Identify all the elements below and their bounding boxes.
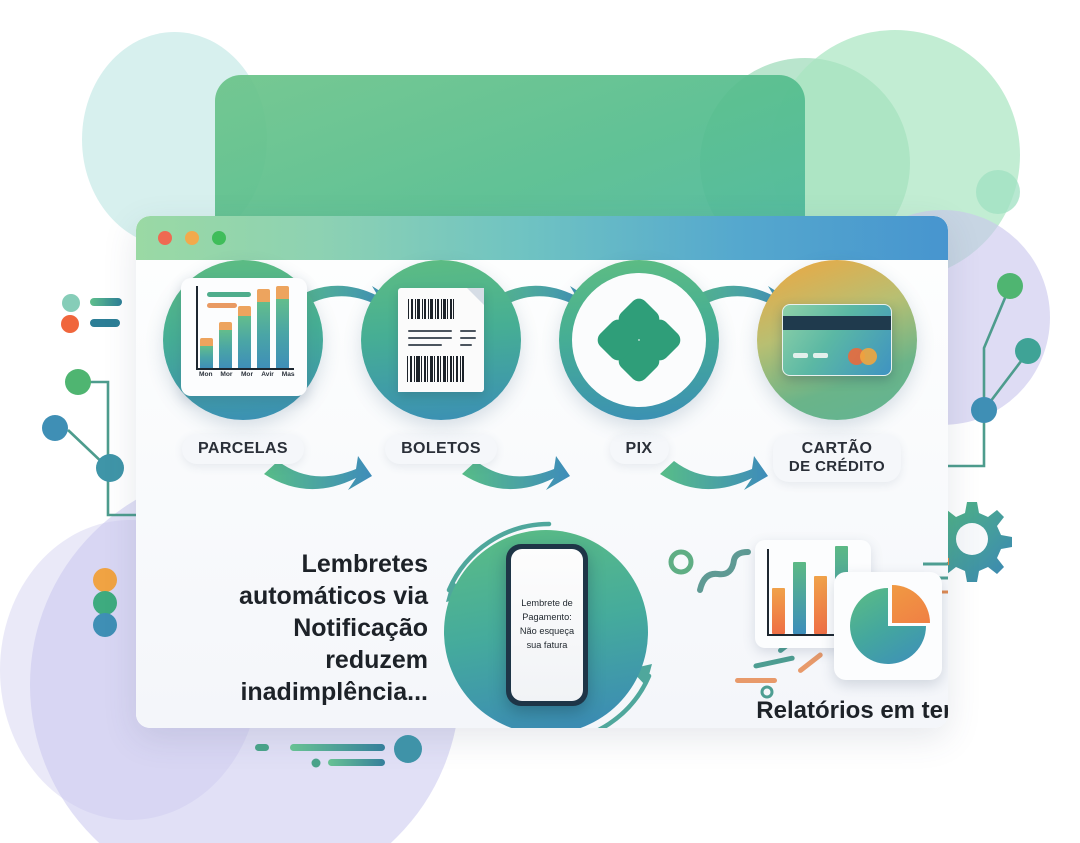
payment-methods-row: Mon Mor Mor Avir Mas PARCELAS bbox=[136, 260, 948, 530]
maximize-button-icon[interactable] bbox=[212, 231, 226, 245]
chart-x-tick: Mas bbox=[281, 371, 295, 378]
step-boletos[interactable]: BOLETOS bbox=[358, 260, 524, 465]
step-cartao-credito[interactable]: CARTÃO DE CRÉDITO bbox=[754, 260, 920, 482]
step-pix-circle bbox=[559, 260, 719, 420]
chart-legend-line-2 bbox=[207, 303, 237, 308]
pix-diamond-icon bbox=[593, 294, 685, 386]
step-parcelas-circle: Mon Mor Mor Avir Mas bbox=[163, 260, 323, 420]
step-pix-label: PIX bbox=[609, 434, 669, 465]
close-button-icon[interactable] bbox=[158, 231, 172, 245]
bar-chart-card-icon: Mon Mor Mor Avir Mas bbox=[181, 278, 307, 396]
step-boletos-circle bbox=[361, 260, 521, 420]
chart-x-labels: Mon Mor Mor Avir Mas bbox=[197, 371, 297, 378]
step-label-text: PARCELAS bbox=[197, 440, 289, 457]
reports-group: Relatórios em tempo real mantêm tudo tra… bbox=[735, 528, 948, 728]
receipt-barcode-icon bbox=[398, 288, 484, 392]
minimize-button-icon[interactable] bbox=[185, 231, 199, 245]
step-parcelas[interactable]: Mon Mor Mor Avir Mas PARCELAS bbox=[160, 260, 326, 465]
phone-screen[interactable]: Lembrete de Pagamento: Não esqueça sua f… bbox=[511, 549, 583, 701]
notification-message-text: Lembrete de Pagamento: Não esqueça sua f… bbox=[519, 598, 575, 650]
decor-ring-squiggle-icon bbox=[668, 549, 751, 593]
window-controls[interactable] bbox=[158, 231, 226, 245]
chart-x-tick: Mor bbox=[240, 371, 254, 378]
browser-titlebar bbox=[136, 216, 948, 260]
reports-pie-chart-icon bbox=[834, 572, 942, 680]
chart-bars bbox=[200, 286, 296, 368]
step-cartao-circle bbox=[757, 260, 917, 420]
step-label-text: CARTÃO bbox=[801, 440, 873, 457]
step-boletos-label: BOLETOS bbox=[385, 434, 497, 465]
phone-notch bbox=[530, 544, 564, 551]
chart-x-tick: Avir bbox=[261, 371, 274, 378]
step-label-text: BOLETOS bbox=[401, 440, 481, 457]
decor-blob-mint-small bbox=[976, 170, 1020, 214]
step-label-text: PIX bbox=[625, 440, 653, 457]
step-pix[interactable]: PIX bbox=[556, 260, 722, 465]
smartphone-device[interactable]: Lembrete de Pagamento: Não esqueça sua f… bbox=[506, 544, 588, 706]
step-parcelas-label: PARCELAS bbox=[181, 434, 305, 465]
chart-x-tick: Mor bbox=[220, 371, 233, 378]
step-cartao-label: CARTÃO DE CRÉDITO bbox=[772, 434, 902, 482]
notification-phone-group: Lembrete de Pagamento: Não esqueça sua f… bbox=[436, 521, 656, 728]
reports-headline: Relatórios em tempo real mantêm tudo tra… bbox=[756, 697, 948, 728]
credit-card-icon bbox=[782, 304, 892, 376]
chart-x-tick: Mon bbox=[199, 371, 213, 378]
step-label-sublabel: DE CRÉDITO bbox=[788, 458, 886, 476]
chart-legend-line-1 bbox=[207, 292, 251, 297]
browser-window: Mon Mor Mor Avir Mas PARCELAS bbox=[136, 216, 948, 728]
reminder-headline: Lembretes automáticos via Notificação re… bbox=[239, 550, 428, 706]
decor-dashes-bottom bbox=[255, 735, 422, 768]
browser-viewport: Mon Mor Mor Avir Mas PARCELAS bbox=[136, 260, 948, 728]
